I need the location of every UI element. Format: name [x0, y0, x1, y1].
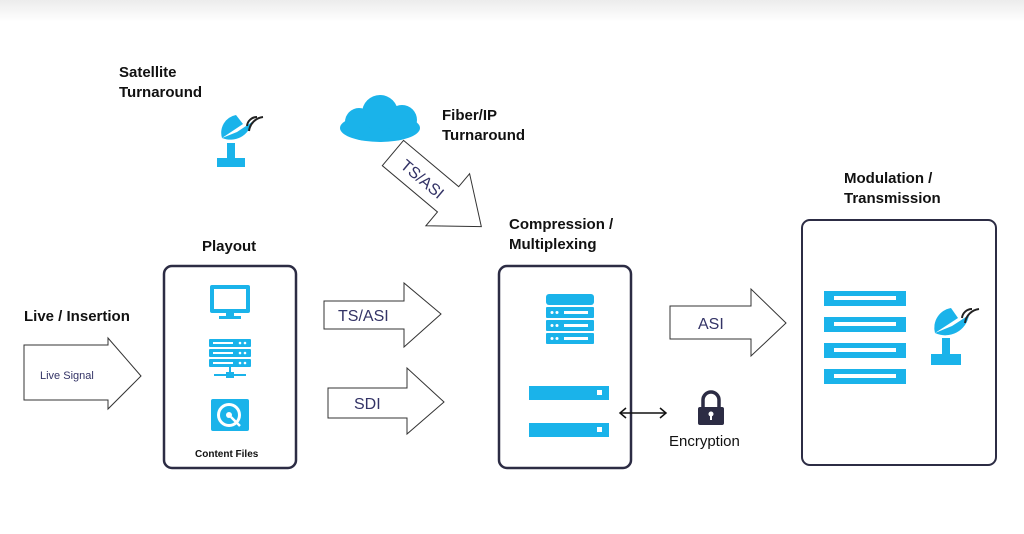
live-signal-arrow: Live Signal: [23, 336, 142, 411]
live-signal-text: Live Signal: [40, 370, 94, 382]
ts-asi-arrow: TS/ASI: [323, 281, 442, 349]
live-insertion-label: Live / Insertion: [24, 308, 130, 325]
hard-drive-icon: [211, 399, 249, 431]
ts-asi-text: TS/ASI: [338, 308, 389, 325]
content-files-label: Content Files: [195, 449, 259, 460]
satellite-dish-icon: [217, 115, 264, 167]
server-rack-icon: [209, 339, 251, 378]
asi-arrow: ASI: [669, 287, 787, 358]
playout-label: Playout: [202, 238, 257, 255]
compression-label: Compression / Multiplexing: [509, 216, 614, 253]
modulation-label: Modulation / Transmission: [844, 170, 941, 207]
sdi-arrow: SDI: [327, 366, 445, 436]
satellite-dish-icon: [931, 307, 980, 365]
asi-text: ASI: [698, 316, 724, 333]
satellite-turnaround-label: Satellite Turnaround: [119, 64, 203, 101]
encryption-label: Encryption: [669, 433, 740, 450]
modulation-box: [801, 219, 997, 466]
ts-asi-diagonal-arrow: TS/ASI: [381, 139, 482, 228]
fiber-turnaround-label: Fiber/IP Turnaround: [442, 107, 526, 144]
monitor-icon: [210, 285, 250, 319]
compression-box: [497, 264, 633, 470]
lock-icon: [698, 390, 724, 425]
top-band: [0, 0, 1024, 22]
cloud-icon: [340, 95, 420, 142]
double-arrow-icon: [618, 407, 668, 419]
multiplexer-units: [529, 386, 609, 437]
sdi-text: SDI: [354, 396, 381, 413]
server-rack-icon: [546, 294, 594, 344]
transmitter-stack: [824, 291, 906, 384]
